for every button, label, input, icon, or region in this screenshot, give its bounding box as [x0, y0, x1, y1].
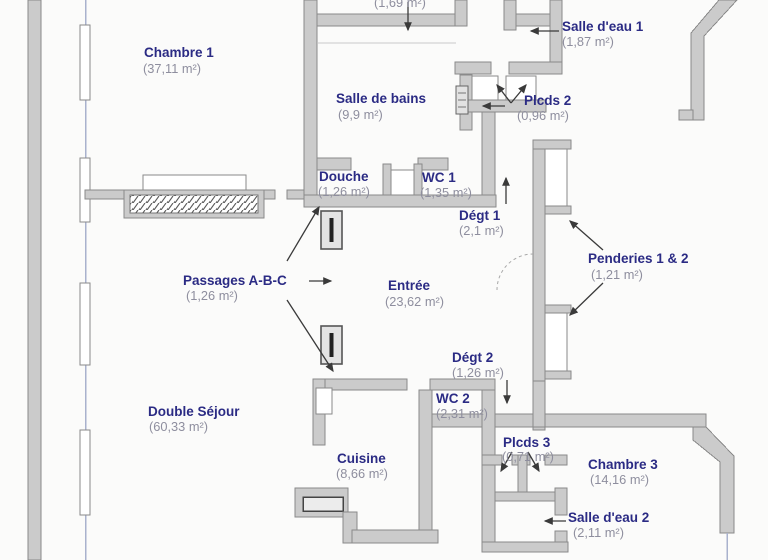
left-outer-wall	[27, 0, 42, 560]
right-top-angled-wall	[690, 0, 738, 121]
sliding-door-a	[320, 210, 343, 250]
label-passages-area: (1,26 m²)	[186, 288, 238, 303]
label-salle-eau1: Salle d'eau 1	[562, 19, 644, 34]
label-plcds2-area: (0,96 m²)	[517, 108, 569, 123]
label-penderies: Penderies 1 & 2	[588, 251, 689, 266]
label-chambre3: Chambre 3	[588, 457, 658, 472]
label-chambre1: Chambre 1	[144, 45, 214, 60]
window-4	[79, 429, 91, 516]
label-degt2: Dégt 2	[452, 350, 493, 365]
label-entree: Entrée	[388, 278, 431, 293]
label-cuisine: Cuisine	[337, 451, 386, 466]
label-wc2-area: (2,31 m²)	[436, 406, 488, 421]
label-cuisine-area: (8,66 m²)	[336, 466, 388, 481]
label-top-room-area: (1,69 m²)	[374, 0, 426, 10]
interior-walls	[84, 0, 572, 553]
door-swing-arc	[496, 253, 534, 291]
label-wc1: WC 1	[422, 170, 456, 185]
right-bottom-angled-wall	[692, 426, 735, 534]
label-salle-eau1-area: (1,87 m²)	[562, 34, 614, 49]
label-salle-eau2-area: (2,11 m²)	[573, 525, 624, 540]
arrow-plcds2-right	[510, 84, 527, 104]
annotation-arrows	[286, 2, 604, 525]
label-chambre1-area: (37,11 m²)	[143, 61, 201, 76]
room-labels: (1,69 m²) Chambre 1 (37,11 m²) Salle d'e…	[143, 0, 689, 540]
label-salle-de-bains-area: (9,9 m²)	[338, 107, 383, 122]
washbasin	[390, 169, 415, 196]
window-3	[79, 282, 91, 366]
label-douche: Douche	[319, 169, 369, 184]
passage-door-symbols	[320, 210, 534, 365]
label-wc2: WC 2	[436, 391, 470, 406]
arrow-passage-a	[286, 205, 320, 262]
hatched-structural-wall	[123, 189, 265, 219]
label-chambre3-area: (14,16 m²)	[590, 472, 649, 487]
kitchen-flue	[294, 487, 349, 518]
label-salle-de-bains: Salle de bains	[336, 91, 426, 106]
label-plcds2: Plcds 2	[524, 93, 571, 108]
arrow-penderie-2	[569, 282, 604, 316]
label-entree-area: (23,62 m²)	[385, 294, 444, 309]
arrow-penderie-1	[569, 220, 604, 251]
label-wc1-area: (1,35 m²)	[420, 185, 472, 200]
label-plcds3-area: (0,71 m²)	[502, 449, 554, 464]
radiator	[455, 85, 469, 115]
arrow-plcds3-left	[500, 451, 513, 473]
label-double-sejour-area: (60,33 m²)	[149, 419, 208, 434]
penderie-2	[544, 312, 568, 372]
label-degt1: Dégt 1	[459, 208, 501, 223]
arrow-plcds2-left	[496, 83, 512, 104]
label-degt1-area: (2,1 m²)	[459, 223, 504, 238]
right-wall-foot	[678, 109, 694, 121]
label-double-sejour: Double Séjour	[148, 404, 240, 419]
kitchen-nook	[315, 387, 333, 415]
label-douche-area: (1,26 m²)	[318, 184, 370, 199]
arrow-plcds3-right	[527, 451, 540, 473]
penderie-1	[544, 148, 568, 207]
label-penderies-area: (1,21 m²)	[591, 267, 643, 282]
window-1	[79, 24, 91, 101]
label-passages: Passages A-B-C	[183, 273, 287, 288]
label-degt2-area: (1,26 m²)	[452, 365, 504, 380]
label-salle-eau2: Salle d'eau 2	[568, 510, 649, 525]
label-plcds3: Plcds 3	[503, 435, 551, 450]
ledge-outline	[142, 174, 247, 193]
arrow-passage-b	[286, 299, 334, 373]
